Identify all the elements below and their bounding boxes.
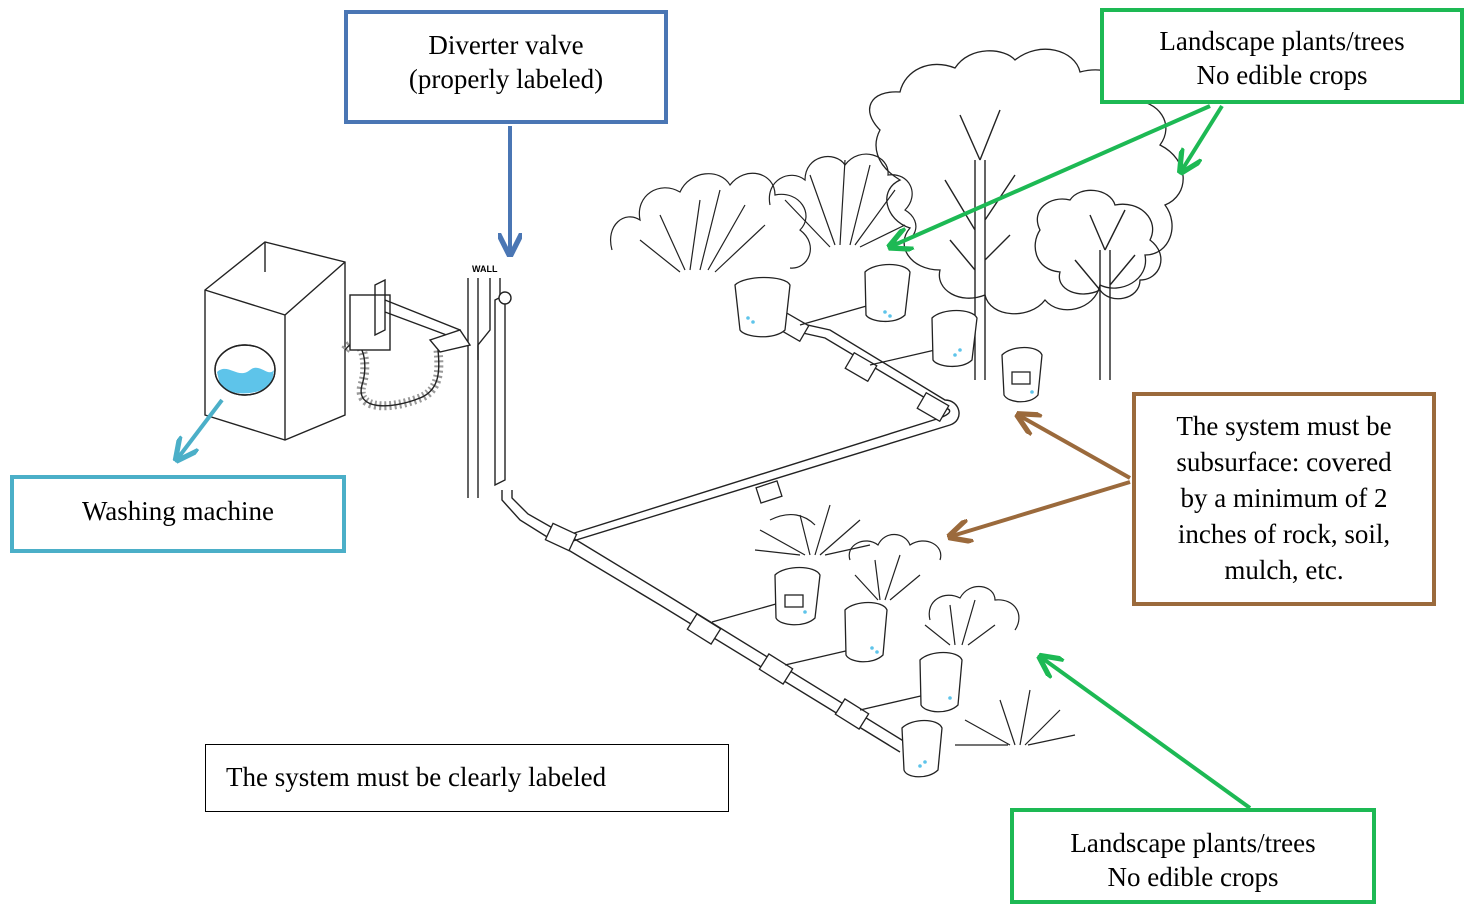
basin-top-3	[869, 309, 978, 368]
subsurface-line-4: inches of rock, soil,	[1177, 519, 1391, 549]
diverter-valve-callout: Diverter valve (properly labeled)	[344, 10, 668, 124]
wall-label: WALL	[472, 264, 498, 274]
basin-top-1	[734, 276, 871, 338]
basin-bottom-4	[901, 719, 943, 778]
diverter-valve-title: Diverter valve	[428, 30, 584, 60]
basin-bottom-1	[711, 566, 821, 626]
washer-hose	[341, 278, 512, 487]
plants-top-arrow-2	[1182, 104, 1224, 170]
tree-canopy	[868, 48, 1184, 315]
washing-machine-callout: Washing machine	[10, 475, 346, 553]
tree-trunks	[944, 109, 1136, 380]
washer-arrow	[178, 398, 224, 458]
plants-bottom-note: No edible crops	[1107, 862, 1279, 892]
landscape-plants-top-callout: Landscape plants/trees No edible crops	[1100, 8, 1464, 104]
plants-bottom-title: Landscape plants/trees	[1070, 828, 1316, 858]
shrub-middle	[754, 504, 1020, 646]
diverter-valve-note: (properly labeled)	[408, 64, 604, 94]
clearly-labeled-text: The system must be clearly labeled	[226, 762, 607, 792]
shrub-top-center	[768, 153, 917, 248]
plants-top-note: No edible crops	[1196, 60, 1368, 90]
subsurface-arrow-2	[952, 480, 1131, 536]
subsurface-callout: The system must be subsurface: covered b…	[1132, 392, 1436, 606]
subsurface-line-1: The system must be	[1176, 411, 1392, 441]
plants-top-arrow-1	[892, 104, 1211, 246]
subsurface-line-3: by a minimum of 2	[1180, 483, 1388, 513]
washing-machine-label: Washing machine	[81, 496, 275, 526]
clearly-labeled-callout: The system must be clearly labeled	[205, 744, 729, 812]
plants-top-title: Landscape plants/trees	[1159, 26, 1405, 56]
subsurface-line-2: subsurface: covered	[1176, 447, 1392, 477]
subsurface-line-5: mulch, etc.	[1224, 555, 1344, 585]
plants-bottom-arrow	[1042, 658, 1252, 810]
washing-machine-illustration	[204, 241, 346, 441]
subsurface-arrow-1	[1020, 416, 1131, 480]
basin-top-4	[1001, 346, 1043, 403]
basin-top-2	[864, 263, 911, 323]
basin-bottom-3	[859, 651, 963, 713]
basin-bottom-2	[784, 601, 888, 666]
shrub-bottom	[955, 689, 1076, 746]
shrub-top-left	[610, 172, 811, 273]
mulch-basins	[711, 263, 1043, 778]
landscape-plants-bottom-callout: Landscape plants/trees No edible crops	[1010, 808, 1376, 904]
